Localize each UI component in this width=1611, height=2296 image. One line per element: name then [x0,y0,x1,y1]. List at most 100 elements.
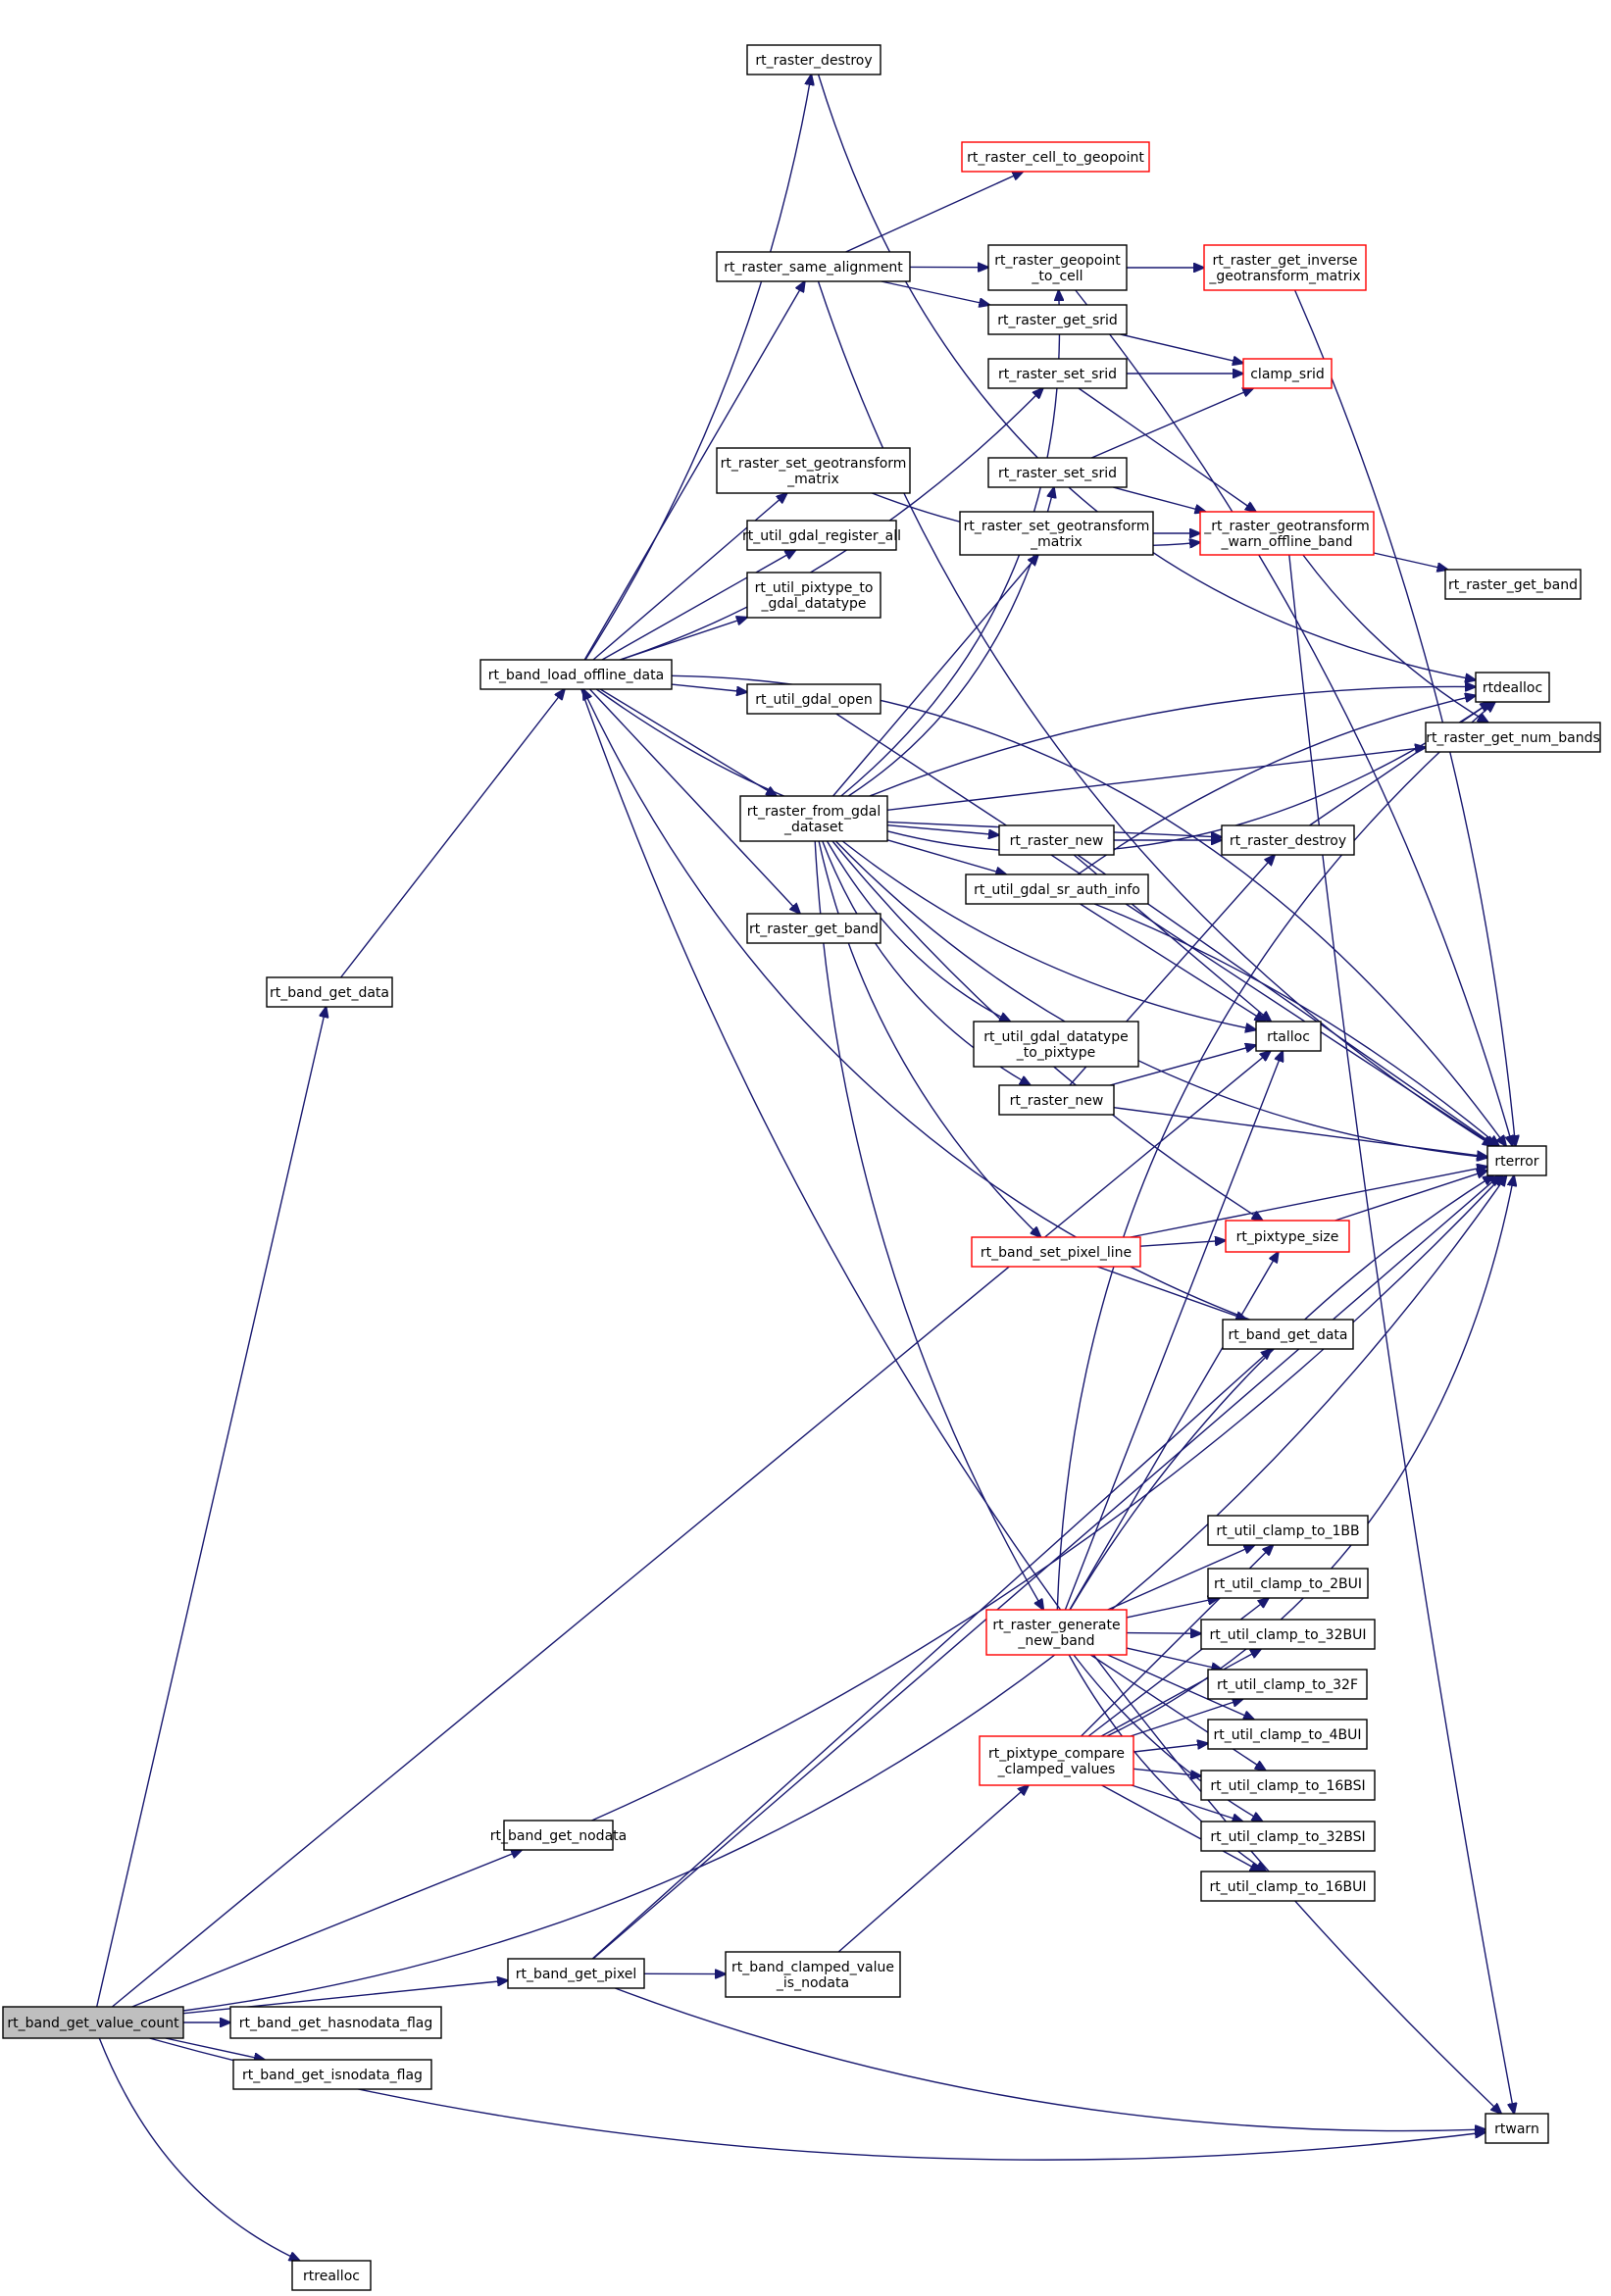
node-rt-raster-set-geotransform-matrix-a[interactable]: rt_raster_set_geotransform_matrix [716,447,911,494]
call-edge-rt_pixtype_compare_clamped_values-to-rt_util_clamp_to_16BUI [1101,1784,1261,1872]
call-edge-rt_raster_geotransform_warn_offline_band-to-rt_raster_get_band_b [1373,552,1448,570]
node-rt-util-pixtype-to-gdal-datatype[interactable]: rt_util_pixtype_to_gdal_datatype [746,572,881,619]
node-rt-util-clamp-to-32BUI[interactable]: rt_util_clamp_to_32BUI [1200,1619,1376,1650]
call-edge-rt_util_gdal_sr_auth_info-to-rtalloc [1080,903,1266,1022]
node-label: rt_util_clamp_to_16BUI [1210,1879,1367,1895]
node-rt-band-get-pixel[interactable]: rt_band_get_pixel [507,1958,645,1989]
node-rt-raster-generate-new-band[interactable]: rt_raster_generate_new_band [985,1609,1128,1656]
call-edge-rt_band_set_pixel_line-to-rt_band_get_data_b [1096,1266,1246,1320]
node-rt-raster-get-inverse-geotransform-matrix[interactable]: rt_raster_get_inverse_geotransform_matri… [1203,244,1367,291]
call-edge-rt_band_get_value_count-to-rterror [182,1175,1507,2012]
node-label: rt_band_clamped_value [731,1960,894,1975]
node-rterror[interactable]: rterror [1486,1145,1547,1176]
node-label: rt_band_get_data [270,985,389,1001]
edge-line [1126,1647,1222,1670]
edge-line [340,689,565,978]
edge-line [1113,1107,1487,1157]
node-rt-raster-set-geotransform-matrix-b[interactable]: rt_raster_set_geotransform_matrix [959,511,1154,556]
node-box [746,572,881,619]
call-edge-rt_raster_generate_new_band-to-rt_util_clamp_to_1BB [1107,1545,1255,1611]
node-rt-raster-set-srid-a[interactable]: rt_raster_set_srid [987,358,1128,389]
node-rt-util-clamp-to-1BB[interactable]: rt_util_clamp_to_1BB [1207,1515,1369,1546]
node-box [232,2059,432,2090]
node-rt-band-get-hasnodata-flag[interactable]: rt_band_get_hasnodata_flag [229,2006,442,2039]
node-rt-util-clamp-to-16BSI[interactable]: rt_util_clamp_to_16BSI [1200,1770,1376,1801]
call-edge-rt_raster_geopoint_to_cell-to-rterror [1075,289,1513,1146]
call-edge-rt_band_get_value_count-to-rtrealloc [98,2037,299,2261]
node-rtrealloc[interactable]: rtrealloc [291,2260,372,2291]
edge-line [837,1785,1029,1953]
node-box [1242,358,1333,389]
node-label: _clamped_values [997,1762,1116,1777]
node-rt-raster-set-srid-b[interactable]: rt_raster_set_srid [987,457,1128,488]
edge-line [814,840,1043,1610]
node-box [965,873,1149,905]
node-rt-util-clamp-to-16BUI[interactable]: rt_util_clamp_to_16BUI [1200,1871,1376,1902]
node-rtdealloc[interactable]: rtdealloc [1475,672,1550,703]
node-box [1200,1871,1376,1902]
node-rt-band-get-isnodata-flag[interactable]: rt_band_get_isnodata_flag [232,2059,432,2090]
call-edge-rt_raster_from_gdal_dataset-to-rt_raster_get_num_bands [886,747,1426,811]
node-rt-band-get-data-b[interactable]: rt_band_get_data [1222,1319,1354,1350]
call-edge-rt_band_get_value_count-to-rt_band_get_nodata [131,1850,523,2008]
edge-line [1302,554,1488,723]
node-rt-band-get-data[interactable]: rt_band_get_data [266,976,393,1008]
edge-line [835,713,1494,1146]
node-rt-util-gdal-sr-auth-info[interactable]: rt_util_gdal_sr_auth_info [965,873,1149,905]
call-edge-rt_raster_generate_new_band-to-rt_util_clamp_to_4BUI [1107,1654,1254,1720]
node-rt-raster-get-band-b[interactable]: rt_raster_get_band [1444,569,1582,600]
node-rt-band-clamped-value-is-nodata[interactable]: rt_band_clamped_value_is_nodata [725,1951,901,1998]
node-rtwarn[interactable]: rtwarn [1485,2113,1549,2144]
node-rt-raster-same-alignment[interactable]: rt_raster_same_alignment [716,251,911,282]
node-rt-util-clamp-to-2BUI[interactable]: rt_util_clamp_to_2BUI [1207,1568,1369,1599]
node-rt-raster-cell-to-geopoint[interactable]: rt_raster_cell_to_geopoint [961,141,1150,173]
edge-line [1126,1633,1201,1634]
node-rt-raster-get-srid[interactable]: rt_raster_get_srid [987,304,1128,335]
node-label: _new_band [1017,1633,1094,1649]
node-box [716,447,911,494]
call-edge-rt_pixtype_compare_clamped_values-to-rt_util_clamp_to_32F [1130,1699,1243,1737]
node-rt-raster-geotransform-warn-offline-band[interactable]: _rt_raster_geotransform_warn_offline_ban… [1199,511,1375,556]
node-rt-util-clamp-to-32BSI[interactable]: rt_util_clamp_to_32BSI [1200,1821,1376,1852]
node-rt-band-load-offline-data[interactable]: rt_band_load_offline_data [479,659,673,690]
node-rt-raster-get-band-a[interactable]: rt_raster_get_band [746,913,881,944]
node-rt-raster-geopoint-to-cell[interactable]: rt_raster_geopoint_to_cell [987,244,1128,291]
node-rtalloc[interactable]: rtalloc [1255,1021,1322,1052]
node-label: rt_raster_get_band [749,922,879,937]
node-rt-util-gdal-open[interactable]: rt_util_gdal_open [746,683,881,715]
node-layer: rt_band_get_value_countrt_band_get_datar… [2,44,1601,2291]
node-rt-util-clamp-to-32F[interactable]: rt_util_clamp_to_32F [1207,1669,1368,1700]
node-rt-util-gdal-register-all[interactable]: rt_util_gdal_register_all [742,520,901,551]
node-rt-raster-get-num-bands[interactable]: rt_raster_get_num_bands [1425,722,1601,753]
node-rt-pixtype-size[interactable]: rt_pixtype_size [1225,1220,1350,1253]
node-rt-util-clamp-to-4BUI[interactable]: rt_util_clamp_to_4BUI [1207,1719,1368,1750]
node-rt-raster-destroy-b[interactable]: rt_raster_destroy [1221,824,1355,856]
edge-line [1078,387,1256,512]
edge-line [1131,1784,1242,1822]
call-edge-rt_band_get_value_count-to-rtalloc [111,1051,1270,2008]
edge-line [1080,903,1266,1022]
node-rt-raster-destroy-a[interactable]: rt_raster_destroy [746,44,881,75]
node-box [1475,672,1550,703]
call-edge-rt_raster_from_gdal_dataset-to-rt_raster_new_a [886,824,999,835]
call-edge-rt_raster_from_gdal_dataset-to-rt_raster_set_geotransform_matrix_b [832,555,1038,797]
node-rt-band-get-nodata[interactable]: rt_band_get_nodata [490,1820,627,1851]
call-edge-rt_raster_from_gdal_dataset-to-rt_raster_generate_new_band [814,840,1043,1610]
call-edge-rt_raster_same_alignment-to-rterror [817,280,1494,1146]
edge-line [98,2037,299,2261]
node-rt-band-get-value-count[interactable]: rt_band_get_value_count [2,2006,184,2039]
node-label: _matrix [1030,534,1082,550]
edge-line [869,686,1476,797]
edge-line [817,280,1494,1146]
call-edge-rt_raster_from_gdal_dataset-to-rt_band_set_pixel_line [818,840,1040,1237]
node-rt-band-set-pixel-line[interactable]: rt_band_set_pixel_line [971,1236,1141,1268]
node-box [716,251,911,282]
node-rt-raster-from-gdal-dataset[interactable]: rt_raster_from_gdal_dataset [739,795,888,842]
node-rt-pixtype-compare-clamped-values[interactable]: rt_pixtype_compare_clamped_values [979,1735,1134,1786]
node-rt-util-gdal-datatype-to-pixtype[interactable]: rt_util_gdal_datatype_to_pixtype [973,1021,1139,1068]
node-rt-raster-new-b[interactable]: rt_raster_new [998,1084,1115,1116]
node-clamp-srid[interactable]: clamp_srid [1242,358,1333,389]
call-edge-rt_band_set_pixel_line-to-rt_pixtype_size [1139,1240,1226,1247]
node-rt-raster-new-a[interactable]: rt_raster_new [998,824,1115,856]
node-label: rtwarn [1494,2121,1539,2137]
